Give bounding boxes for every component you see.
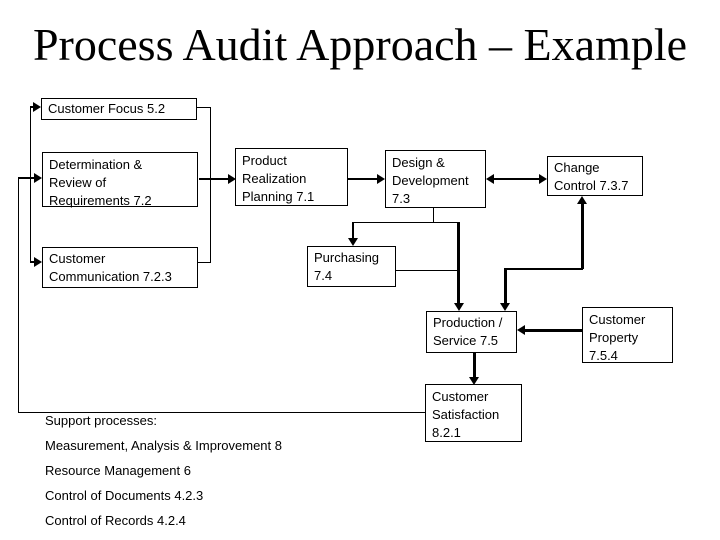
support-processes-list: Support processes: Measurement, Analysis…	[45, 414, 282, 539]
arrow-into-customer-communication-head	[34, 257, 42, 267]
box-customer-satisfaction: Customer Satisfaction 8.2.1	[425, 384, 522, 442]
connector-left-branch-vertical	[30, 107, 31, 262]
box-customer-property: Customer Property 7.5.4	[582, 307, 673, 363]
box-production-service: Production / Service 7.5	[426, 311, 517, 353]
box-change-control: Change Control 7.3.7	[547, 156, 643, 196]
connector-customer-focus-right	[197, 107, 210, 108]
box-product-realization-planning: Product Realization Planning 7.1	[235, 148, 348, 206]
support-item-control-documents: Control of Documents 4.2.3	[45, 488, 204, 503]
arrow-into-production-right-head	[500, 303, 510, 311]
box-purchasing: Purchasing 7.4	[307, 246, 396, 287]
connector-focus-to-communication-vertical	[210, 107, 211, 263]
arrow-design-change-right-head	[539, 174, 547, 184]
connector-feedback-left-vertical	[18, 178, 19, 413]
connector-design-bottom-stub	[433, 207, 434, 222]
arrow-into-customer-focus-head	[33, 102, 41, 112]
support-item-measurement: Measurement, Analysis & Improvement 8	[45, 438, 282, 453]
connector-feedback-bottom-horizontal	[18, 412, 425, 413]
support-item-resource-management: Resource Management 6	[45, 463, 191, 478]
arrow-into-production-right-shaft	[504, 268, 507, 303]
arrow-into-change-control-head	[577, 196, 587, 204]
arrow-design-change-shaft	[493, 178, 539, 180]
arrow-property-to-production-shaft	[525, 329, 582, 332]
connector-purchasing-right	[396, 270, 458, 271]
arrow-into-change-control-shaft	[581, 204, 584, 269]
arrow-determination-to-product-head	[228, 174, 236, 184]
arrow-into-determination-shaft	[18, 177, 34, 179]
box-design-development: Design & Development 7.3	[385, 150, 486, 208]
page-title: Process Audit Approach – Example	[32, 19, 688, 70]
arrow-into-customer-communication-shaft	[30, 261, 34, 263]
connector-design-tee-horizontal	[353, 222, 458, 223]
arrow-production-to-satisfaction-head	[469, 377, 479, 385]
box-customer-focus: Customer Focus 5.2	[41, 98, 197, 120]
connector-change-production-horizontal	[505, 268, 583, 270]
arrow-into-determination-head	[34, 173, 42, 183]
support-item-control-records: Control of Records 4.2.4	[45, 513, 186, 528]
support-processes-heading: Support processes:	[45, 413, 158, 428]
arrow-design-change-left-head	[486, 174, 494, 184]
arrow-into-purchasing-shaft	[352, 222, 354, 238]
box-customer-communication: Customer Communication 7.2.3	[42, 247, 198, 288]
arrow-into-production-left-head	[454, 303, 464, 311]
arrow-into-production-left-shaft	[457, 222, 460, 303]
arrow-product-to-design-shaft	[348, 178, 377, 180]
connector-communication-right	[198, 262, 210, 263]
arrow-property-to-production-head	[517, 325, 525, 335]
arrow-product-to-design-head	[377, 174, 385, 184]
arrow-production-to-satisfaction-shaft	[473, 353, 476, 377]
arrow-into-purchasing-head	[348, 238, 358, 246]
arrow-into-customer-focus-shaft	[30, 106, 34, 108]
box-determination-review-requirements: Determination & Review of Requirements 7…	[42, 152, 198, 208]
arrow-determination-to-product-shaft	[199, 178, 228, 180]
